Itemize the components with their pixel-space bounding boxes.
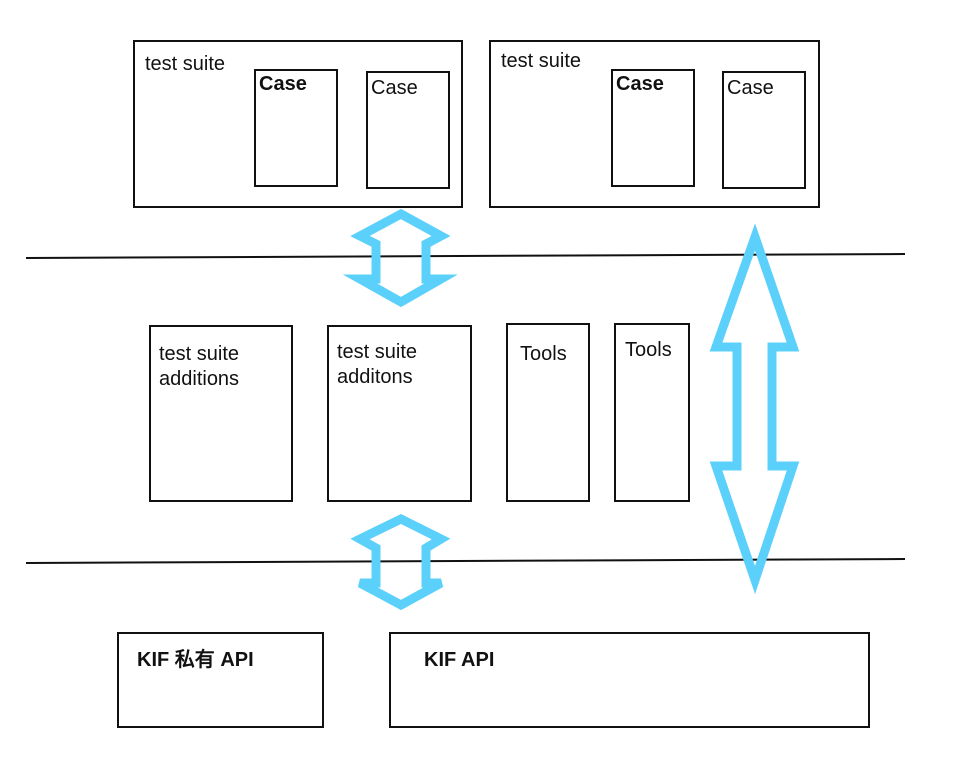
kif-api-box: KIF API — [389, 632, 870, 728]
case-label: Case — [259, 73, 307, 95]
tall-double-arrow-icon — [709, 223, 800, 595]
lower-double-arrow-icon — [350, 513, 451, 611]
case-label: Case — [727, 77, 774, 99]
tools-label: Tools — [520, 343, 567, 365]
tools-box: Tools — [614, 323, 690, 502]
case-box: Case — [611, 69, 695, 187]
test-suite-label: test suite — [145, 53, 226, 75]
upper-double-arrow-icon — [342, 208, 458, 308]
tools-label: Tools — [625, 339, 672, 361]
kif-private-api-label: KIF 私有 API — [137, 649, 254, 671]
case-box: Case — [254, 69, 338, 187]
additions-label: test suite additions — [159, 343, 240, 390]
case-box: Case — [722, 71, 806, 189]
lower-divider-line — [25, 558, 906, 564]
case-label: Case — [371, 77, 418, 99]
upper-divider-line — [25, 253, 906, 259]
test-suite-additions-box: test suite additions — [149, 325, 293, 502]
additions-label: test suite additons — [337, 341, 418, 388]
kif-private-api-box: KIF 私有 API — [117, 632, 324, 728]
tools-box: Tools — [506, 323, 590, 502]
test-suite-label: test suite — [501, 50, 582, 72]
kif-api-label: KIF API — [424, 649, 495, 671]
case-label: Case — [616, 73, 664, 95]
test-suite-additions-box: test suite additons — [327, 325, 472, 502]
case-box: Case — [366, 71, 450, 189]
